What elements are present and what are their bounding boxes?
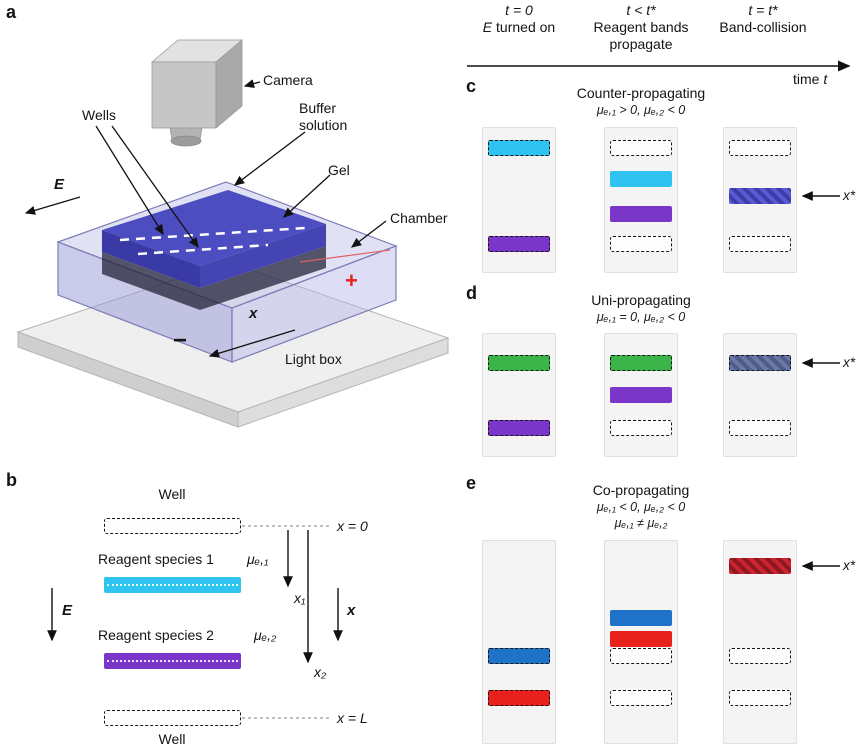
e-xstar-label: x* <box>843 558 856 573</box>
camera-arrow <box>243 79 261 89</box>
camera-illustration <box>150 39 244 147</box>
well-c3-top <box>729 140 791 156</box>
band-c2-species2 <box>610 206 672 222</box>
timeline-stage2-desc: Reagent bands propagate <box>593 19 689 53</box>
electrode-wire <box>299 249 391 263</box>
c-xstar-label: x* <box>843 188 856 203</box>
gel-bridge-shadow <box>102 246 326 310</box>
gel-strip-d3 <box>723 333 797 457</box>
x-axis-label-b: x <box>347 602 356 619</box>
time-axis-label: time t <box>793 71 827 88</box>
band-c1-species1 <box>488 140 550 156</box>
band-b-species2-centerline <box>107 660 238 662</box>
timeline-stage3-desc: Band-collision <box>719 19 807 35</box>
buffer-arrow <box>233 131 306 186</box>
gel-strip-e1 <box>482 540 556 744</box>
wells-label: Wells <box>82 107 116 123</box>
gel-strip-e3 <box>723 540 797 744</box>
panel-c-subtitle: μₑ,₁ > 0, μₑ,₂ < 0 <box>596 103 686 117</box>
well-d3-bottom <box>729 420 791 436</box>
well-b-top <box>104 518 241 534</box>
band-e2-species2 <box>610 631 672 647</box>
panel-d-label: d <box>466 283 477 303</box>
timeline-stage1-time: t = 0 <box>505 2 533 18</box>
chamber-label: Chamber <box>390 210 448 226</box>
band-e2-species1 <box>610 610 672 626</box>
light-box-label: Light box <box>285 351 342 367</box>
band-b-species1-centerline <box>107 584 238 586</box>
well-e2-bottom <box>610 690 672 706</box>
panel-a-label: a <box>6 2 17 22</box>
gel-strip-d1 <box>482 333 556 457</box>
well-e2-top <box>610 648 672 664</box>
wells-arrow-2 <box>111 125 199 249</box>
time-axis-var: t <box>823 71 828 87</box>
x-axis-label-a: x <box>249 305 258 322</box>
band-b-species2 <box>104 653 241 669</box>
mu2-label: μₑ,₂ <box>254 627 277 643</box>
well-top-label: Well <box>158 486 186 502</box>
panel-b-lines <box>47 525 343 719</box>
band-d2-species2 <box>610 387 672 403</box>
timeline-stage2-time: t < t* <box>626 2 656 18</box>
band-d1-species1 <box>488 355 550 371</box>
band-e3-collision <box>729 558 791 574</box>
x0-label: x = 0 <box>337 518 368 534</box>
timeline-stage1-rest: turned on <box>492 19 556 35</box>
panel-c-label: c <box>466 76 477 96</box>
panel-e-label: e <box>466 473 477 493</box>
e-field-label-a: E <box>54 176 65 193</box>
well-e3-bottom <box>729 690 791 706</box>
well-c2-top <box>610 140 672 156</box>
e-field-label-b: E <box>62 602 73 619</box>
time-axis-word: time <box>793 71 824 87</box>
well-c2-bottom <box>610 236 672 252</box>
band-d3-collision <box>729 355 791 371</box>
well-bottom-label: Well <box>158 731 186 747</box>
d-xstar-label: x* <box>843 355 856 370</box>
band-e1-species2 <box>488 690 550 706</box>
panel-e-title: Co-propagating <box>592 482 690 498</box>
well-c3-bottom <box>729 236 791 252</box>
minus-electrode-label: − <box>173 327 188 354</box>
panel-e-subtitle2: μₑ,₁ ≠ μₑ,₂ <box>614 516 668 530</box>
band-c2-species1 <box>610 171 672 187</box>
band-d1-species2 <box>488 420 550 436</box>
gel-well-line-2 <box>137 243 269 256</box>
gel-arrow <box>283 174 331 218</box>
panel-d-title: Uni-propagating <box>591 292 691 308</box>
species2-label: Reagent species 2 <box>98 627 214 643</box>
x-axis-arrow-a <box>208 329 296 358</box>
mu1-label: μₑ,₁ <box>247 551 269 567</box>
well-b-bottom <box>104 710 241 726</box>
band-b-species1 <box>104 577 241 593</box>
band-c3-collision <box>729 188 791 204</box>
plus-electrode-label: + <box>345 268 358 293</box>
wells-arrow-1 <box>95 125 164 236</box>
x1-label: x₁ <box>294 590 306 606</box>
chamber-arrow <box>350 220 387 248</box>
band-d2-species1 <box>610 355 672 371</box>
panel-c-title: Counter-propagating <box>576 85 706 101</box>
camera-label: Camera <box>263 72 313 88</box>
gel-illustration <box>102 190 391 288</box>
gel-label: Gel <box>328 162 350 178</box>
panel-e-subtitle1: μₑ,₁ < 0, μₑ,₂ < 0 <box>596 500 686 514</box>
well-d2-bottom <box>610 420 672 436</box>
panel-b-label: b <box>6 470 17 490</box>
x2-label: x₂ <box>314 664 327 680</box>
species1-label: Reagent species 1 <box>98 551 214 567</box>
buffer-solution-label: Buffer solution <box>299 100 348 134</box>
e-field-arrow-a <box>24 196 81 215</box>
band-e1-species1 <box>488 648 550 664</box>
timeline-stage1-var: E <box>482 19 493 35</box>
panel-d-subtitle: μₑ,₁ = 0, μₑ,₂ < 0 <box>596 310 686 324</box>
well-e3-top <box>729 648 791 664</box>
xL-label: x = L <box>337 710 368 726</box>
band-c1-species2 <box>488 236 550 252</box>
panel-a-arrows <box>24 79 387 358</box>
timeline-stage3-time: t = t* <box>748 2 778 18</box>
timeline-stage1-desc: E turned on <box>483 19 555 36</box>
